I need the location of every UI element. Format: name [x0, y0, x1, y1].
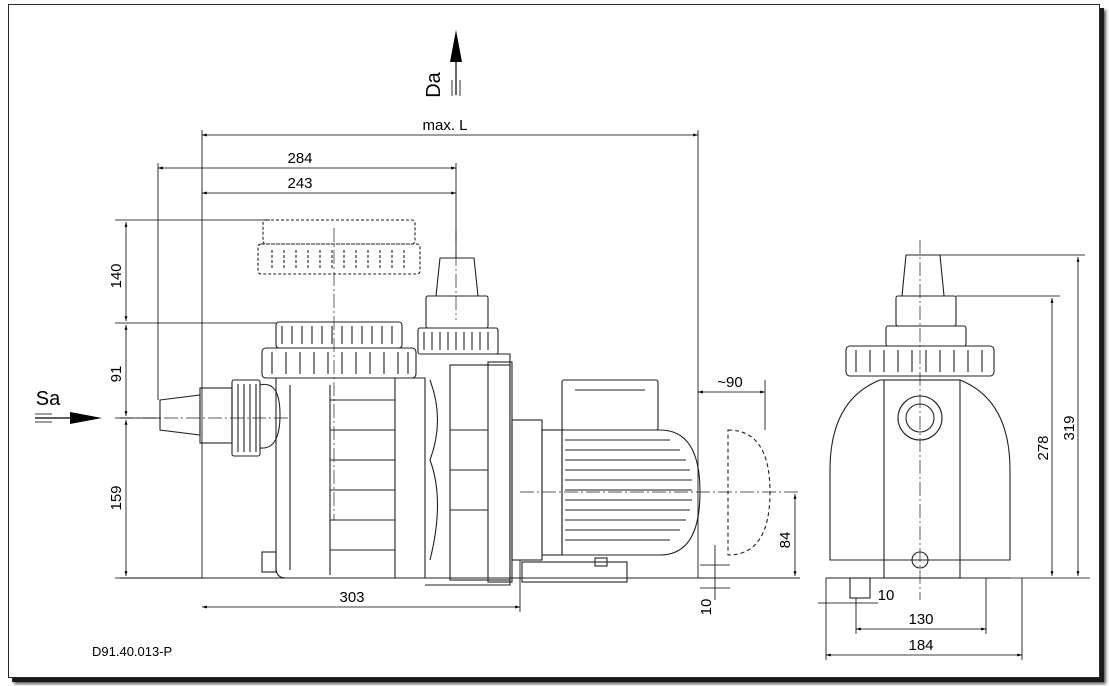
prefilter-housing	[275, 377, 426, 579]
pump-volute	[425, 353, 513, 586]
suction-arrow	[35, 412, 102, 424]
suction-label: Sa	[36, 388, 61, 410]
discharge-arrow	[450, 30, 462, 96]
dim-184: 184	[908, 637, 933, 654]
dim-84: 84	[777, 532, 794, 549]
strainer-lid-exploded	[257, 219, 421, 275]
discharge-label: Da	[423, 71, 445, 97]
dim-284: 284	[287, 150, 312, 167]
dim-130: 130	[908, 611, 933, 628]
dim-10-side: 10	[878, 587, 895, 604]
dim-max-length: max. L	[422, 117, 467, 134]
dim-319: 319	[1061, 415, 1078, 440]
front-view	[120, 219, 800, 586]
dim-278: 278	[1035, 435, 1052, 460]
drawing-reference: D91.40.013-P	[92, 644, 172, 659]
side-view	[826, 240, 1011, 600]
center-lines	[120, 228, 800, 520]
dimension-lines	[115, 130, 1090, 660]
dim-243: 243	[287, 175, 312, 192]
discharge-port	[417, 257, 499, 355]
dim-10-front: 10	[698, 599, 715, 616]
drawing-frame	[8, 4, 1100, 678]
dim-303: 303	[339, 589, 364, 606]
strainer-lid	[261, 321, 417, 379]
dim-140: 140	[108, 263, 125, 288]
motor	[511, 379, 701, 583]
fan-cover-outline	[727, 429, 771, 556]
dim-90: ~90	[717, 374, 742, 391]
dim-91: 91	[108, 366, 125, 383]
dim-159: 159	[108, 485, 125, 510]
